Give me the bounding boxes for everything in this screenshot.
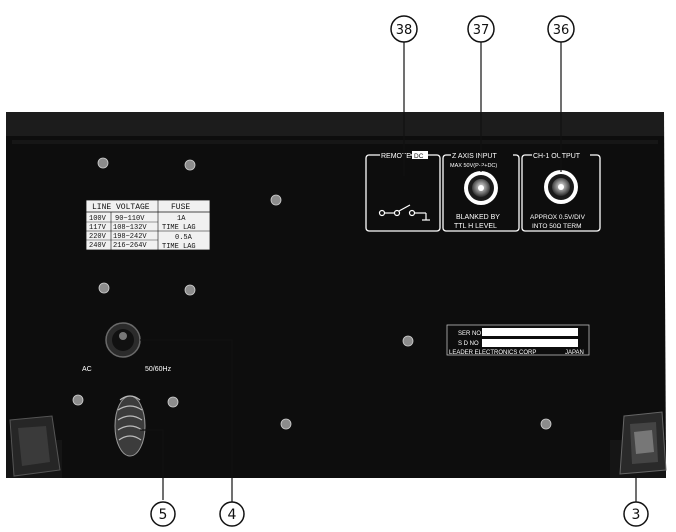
screw xyxy=(167,396,179,408)
fuse-type: TIME LAG xyxy=(162,224,196,232)
z-axis-max: MAX 50V(P-P+DC) xyxy=(450,163,497,169)
power-cord[interactable] xyxy=(114,395,146,457)
remote-block: REMOTE DC xyxy=(365,150,441,232)
fuse-type: TIME LAG xyxy=(162,243,196,251)
line-voltage-table: LINE VOLTAGE FUSE 100V 90~110V 117V 108~… xyxy=(85,199,211,251)
callout-37: 37 xyxy=(467,15,495,43)
svg-text:38: 38 xyxy=(396,23,413,38)
fuse-holder[interactable] xyxy=(105,322,141,358)
leader-lines xyxy=(140,42,637,502)
remote-dc-badge: DC xyxy=(414,153,424,160)
leader-line-4 xyxy=(140,339,233,502)
callout-38: 38 xyxy=(390,15,418,43)
ch1-note-line1: APPROX 0.5V/DIV xyxy=(530,214,586,221)
svg-text:5: 5 xyxy=(159,507,168,523)
z-axis-title: Z AXIS INPUT xyxy=(452,153,497,160)
z-axis-note-line1: BLANKED BY xyxy=(456,214,500,221)
callout-3: 3 xyxy=(623,501,649,527)
remote-title: REMOTE xyxy=(381,153,411,160)
z-axis-note-line2: TTL H LEVEL xyxy=(454,223,497,230)
ch1-title: CH-1 OUTPUT xyxy=(533,153,581,160)
svg-text:36: 36 xyxy=(553,23,570,38)
ac-label: AC xyxy=(82,366,92,373)
svg-text:4: 4 xyxy=(228,507,237,523)
maker-name: LEADER ELECTRONICS CORP xyxy=(449,350,536,356)
switch-symbol-icon xyxy=(378,204,430,221)
sd-number-label: S D NO xyxy=(458,341,479,347)
table-cell: 198~242V xyxy=(113,233,147,241)
country-label: JAPAN xyxy=(565,350,584,356)
table-cell: 240V xyxy=(89,242,107,250)
screw xyxy=(184,284,196,296)
table-header-fuse: FUSE xyxy=(171,203,190,212)
rear-foot-right xyxy=(619,411,667,475)
table-cell: 100V xyxy=(89,215,107,223)
svg-text:37: 37 xyxy=(473,23,490,38)
screw xyxy=(184,159,196,171)
z-axis-bnc-connector[interactable] xyxy=(464,171,498,205)
fuse-value: 1A xyxy=(177,215,186,223)
table-cell: 108~132V xyxy=(113,224,147,232)
callout-36: 36 xyxy=(547,15,575,43)
screw xyxy=(72,394,84,406)
callout-4: 4 xyxy=(219,501,245,527)
ch1-note-line2: INTO 50Ω TERM xyxy=(532,223,582,230)
screws xyxy=(72,157,552,430)
table-cell: 90~110V xyxy=(115,215,145,223)
screw xyxy=(97,157,109,169)
screw xyxy=(270,194,282,206)
leader-line-5 xyxy=(140,429,164,500)
callout-5: 5 xyxy=(150,501,176,527)
ch1-bnc-connector[interactable] xyxy=(544,170,578,204)
table-header-line: LINE xyxy=(92,203,111,212)
table-cell: 220V xyxy=(89,233,107,241)
screw xyxy=(280,418,292,430)
screw xyxy=(402,335,414,347)
table-cell: 117V xyxy=(89,224,107,232)
table-cell: 216~264V xyxy=(113,242,147,250)
table-header-voltage: VOLTAGE xyxy=(116,203,150,212)
fuse-value: 0.5A xyxy=(175,234,193,242)
screw xyxy=(540,418,552,430)
screw xyxy=(98,282,110,294)
serial-plate: SER NO S D NO LEADER ELECTRONICS CORP JA… xyxy=(446,324,590,356)
ac-frequency: 50/60Hz xyxy=(145,366,172,373)
svg-text:3: 3 xyxy=(632,507,641,523)
rear-foot-left xyxy=(9,415,61,477)
serial-number-label: SER NO xyxy=(458,331,481,337)
